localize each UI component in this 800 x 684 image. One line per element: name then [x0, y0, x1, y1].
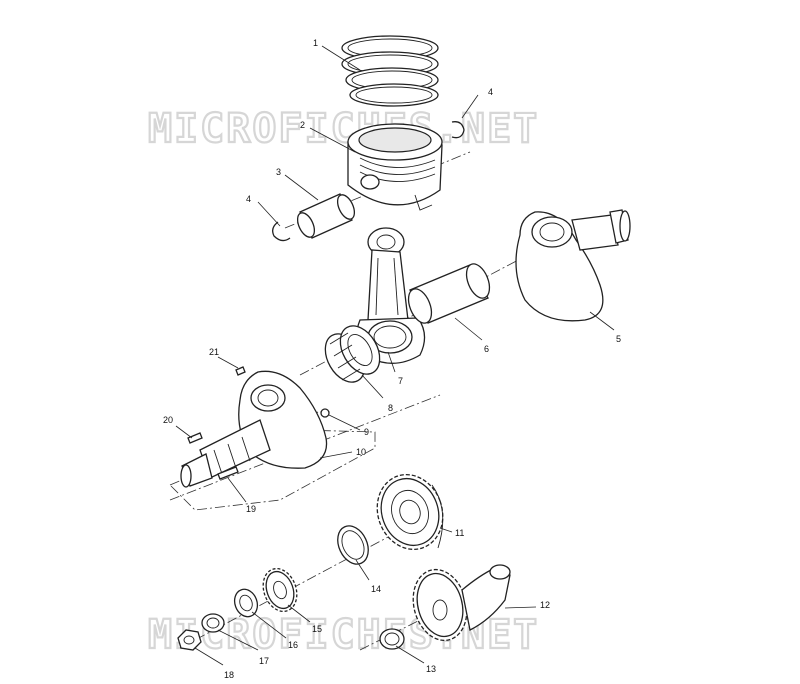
callout-4-left: 4	[246, 194, 251, 204]
crankshaft-right-half	[515, 209, 631, 322]
callout-13: 13	[426, 664, 436, 674]
crankshaft-left-half	[180, 370, 328, 488]
timing-gear	[262, 567, 298, 613]
callout-3: 3	[276, 167, 281, 177]
callout-20: 20	[163, 415, 173, 425]
callout-6: 6	[484, 344, 489, 354]
callout-8: 8	[388, 403, 393, 413]
key	[187, 432, 203, 444]
callout-2: 2	[300, 120, 305, 130]
callout-15: 15	[312, 624, 322, 634]
piston	[347, 123, 443, 211]
needle-bearing	[324, 325, 381, 383]
circlip-left	[272, 221, 291, 242]
collar	[233, 588, 259, 618]
small-pin	[235, 366, 246, 376]
balancer-gear	[412, 564, 511, 642]
piston-rings	[341, 35, 439, 107]
callout-1: 1	[313, 38, 318, 48]
washer-13	[379, 628, 405, 650]
nut	[177, 629, 202, 651]
piston-pin	[296, 193, 356, 239]
callout-11: 11	[455, 528, 464, 538]
watermark-top: MICROFICHES.NET	[148, 106, 539, 152]
callout-21: 21	[209, 347, 219, 357]
callout-9: 9	[364, 427, 369, 437]
circlip-right	[451, 121, 465, 139]
thrust-washer	[337, 525, 369, 565]
callout-4-right: 4	[488, 87, 493, 97]
callout-12: 12	[540, 600, 550, 610]
dowel-pin	[217, 466, 239, 480]
callout-7: 7	[398, 376, 403, 386]
leader-lines	[175, 45, 615, 666]
callout-19: 19	[246, 504, 256, 514]
drive-gear	[376, 474, 444, 550]
crank-pin	[407, 263, 491, 324]
callout-5: 5	[616, 334, 621, 344]
washer-17	[201, 613, 225, 633]
callout-18: 18	[224, 670, 234, 680]
callout-10: 10	[356, 447, 366, 457]
callout-17: 17	[259, 656, 269, 666]
callout-14: 14	[371, 584, 381, 594]
callout-16: 16	[288, 640, 298, 650]
callout-labels: 1 2 3 4 4 5 6 7 8 9 10 11 12 13 14 15 16…	[163, 38, 621, 680]
